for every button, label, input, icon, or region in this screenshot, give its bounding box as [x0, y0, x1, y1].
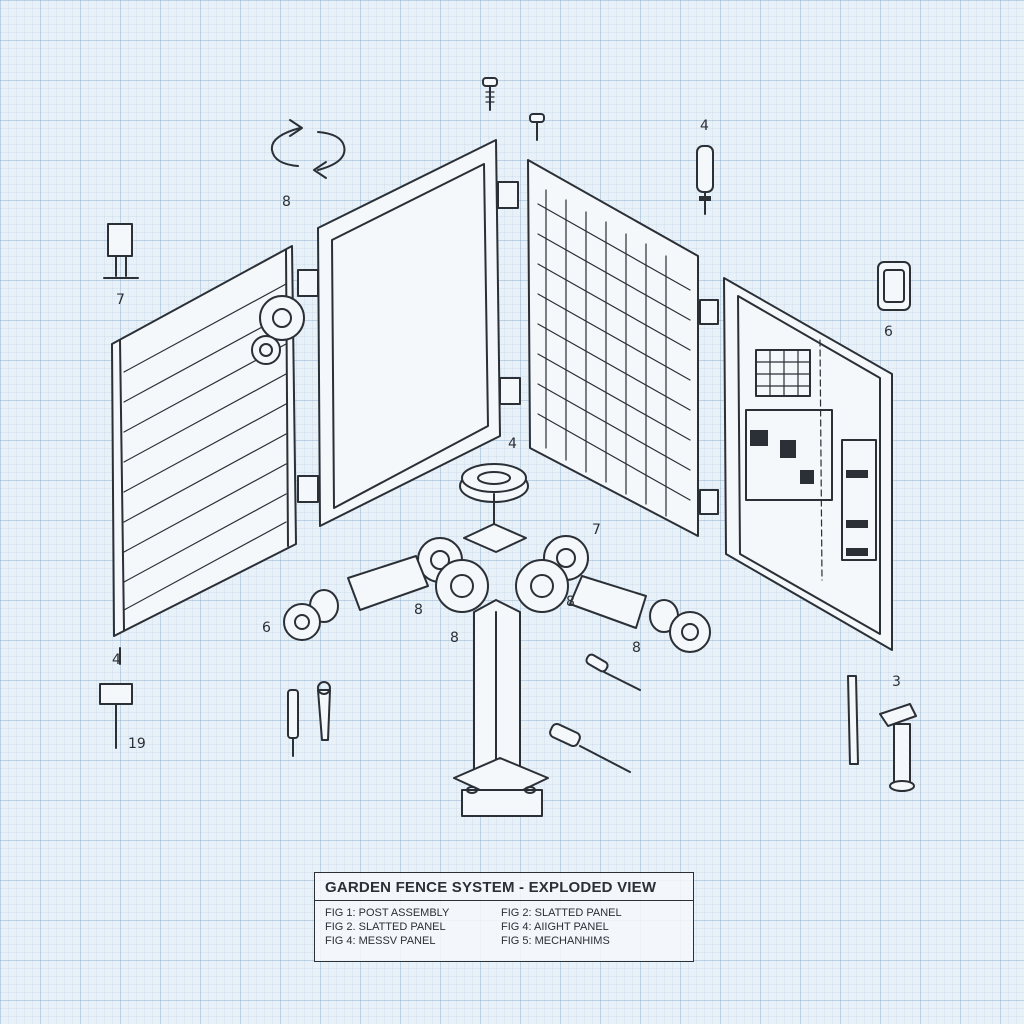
callout-label: 7 [116, 292, 125, 308]
callout-label: 6 [884, 324, 893, 340]
screwdriver-small-icon [585, 653, 641, 691]
callout-label: 8 [450, 630, 459, 646]
legend-entry: FIG 2. SLATTED PANEL [325, 921, 446, 933]
callout-label: 7 [592, 522, 601, 538]
figure-legend: FIG 1: POST ASSEMBLY FIG 2: SLATTED PANE… [325, 907, 683, 947]
callout-label: 4 [508, 436, 517, 452]
callout-label: 3 [892, 674, 901, 690]
plate-right-icon [877, 261, 911, 311]
drawing-title: GARDEN FENCE SYSTEM - EXPLODED VIEW [315, 879, 693, 901]
screw-top-left-icon [482, 77, 498, 111]
callout-label: 8 [282, 194, 291, 210]
stake-right-icon [847, 675, 859, 765]
post-assembly [283, 463, 711, 817]
screwdriver-large-icon [549, 722, 631, 773]
anchor-spike-icon [317, 681, 331, 741]
frame-panel [297, 139, 521, 527]
callout-label: 4 [112, 652, 121, 668]
legend-entry: FIG 5: MECHANHIMS [501, 935, 610, 947]
bracket-bottom-left-icon [99, 647, 133, 749]
control-panel [723, 277, 893, 651]
peg-left-icon [287, 689, 299, 757]
callout-label: 8 [632, 640, 641, 656]
callout-label: 4 [700, 118, 709, 134]
post-footing-right-icon [879, 703, 917, 792]
mesh-panel [527, 159, 719, 537]
bracket-left-icon [103, 223, 139, 279]
callout-label: 6 [262, 620, 271, 636]
anchor-bolt-top-right-icon [696, 145, 714, 215]
legend-entry: FIG 4: MESSV PANEL [325, 935, 436, 947]
callout-label: 8 [566, 594, 575, 610]
legend-entry: FIG 1: POST ASSEMBLY [325, 907, 450, 919]
callout-label: 8 [414, 602, 423, 618]
legend-entry: FIG 4: AIIGHT PANEL [501, 921, 609, 933]
title-block: GARDEN FENCE SYSTEM - EXPLODED VIEW FIG … [314, 872, 694, 962]
slatted-panel [111, 245, 305, 637]
legend-entry: FIG 2: SLATTED PANEL [501, 907, 622, 919]
callout-label: 19 [128, 736, 146, 752]
screw-top-center-icon [529, 113, 545, 141]
rotate-arrows-icon [270, 119, 346, 179]
